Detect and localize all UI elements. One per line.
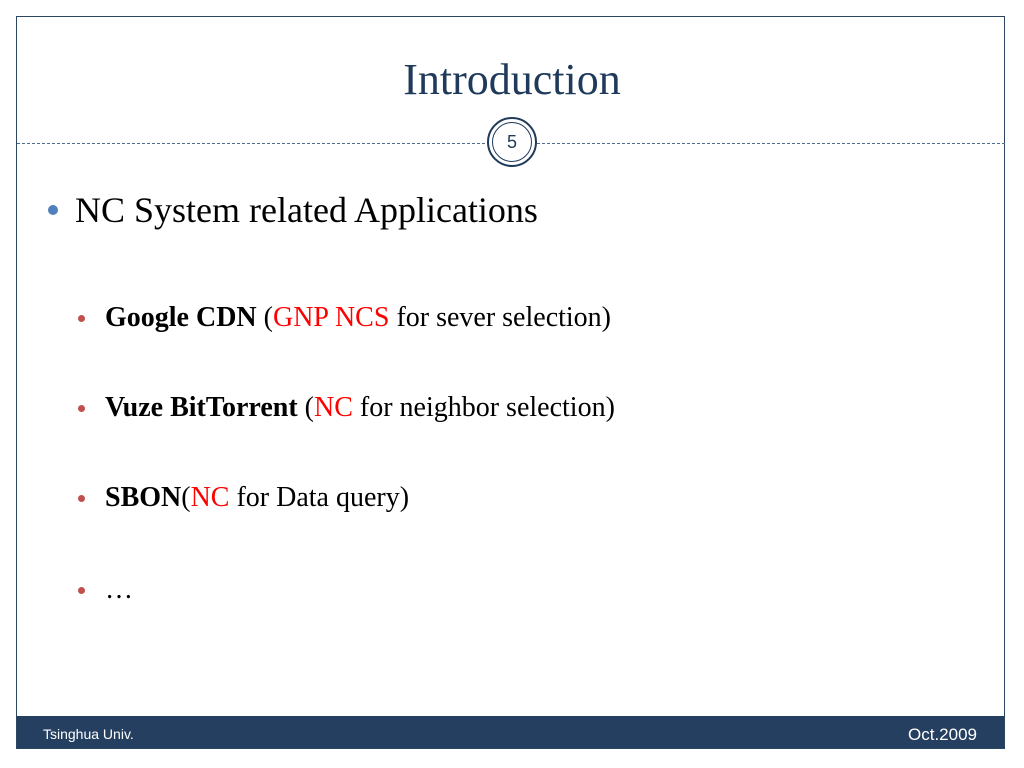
bullet-item-open-paren: ( xyxy=(297,392,314,423)
bullet-dot-icon xyxy=(78,494,85,502)
page-number-badge: 5 xyxy=(487,117,537,167)
bullet-item-rest: for sever selection) xyxy=(389,302,612,333)
bullet-item-open-paren: ( xyxy=(181,482,191,513)
bullet-item-name: Google CDN xyxy=(105,302,257,333)
bullet-dot-icon xyxy=(78,314,85,322)
bullet-item-sbon: SBON(NC for Data query) xyxy=(78,480,409,516)
page-number: 5 xyxy=(492,122,532,162)
bullet-item-vuze-bittorrent: Vuze BitTorrent (NC for neighbor selecti… xyxy=(78,390,615,426)
bullet-item-google-cdn: Google CDN (GNP NCS for sever selection) xyxy=(78,300,611,336)
bullet-main-text: NC System related Applications xyxy=(75,190,538,230)
bullet-item-rest: for neighbor selection) xyxy=(352,392,615,423)
bullet-dot-icon xyxy=(78,404,85,412)
bullet-main: NC System related Applications xyxy=(48,186,538,234)
footer-institution: Tsinghua Univ. xyxy=(43,726,134,742)
bullet-item-highlight: NC xyxy=(313,392,353,423)
bullet-item-name: SBON xyxy=(105,482,182,513)
bullet-item-text: … xyxy=(105,574,133,605)
bullet-item-highlight: GNP NCS xyxy=(272,302,390,333)
bullet-item-ellipsis: … xyxy=(78,572,133,608)
bullet-dot-icon xyxy=(78,586,85,594)
bullet-item-rest: for Data query) xyxy=(229,482,410,513)
bullet-item-name: Vuze BitTorrent xyxy=(105,392,298,423)
footer-bar: Tsinghua Univ. Oct.2009 xyxy=(17,716,1004,748)
footer-date: Oct.2009 xyxy=(908,725,977,744)
bullet-item-highlight: NC xyxy=(190,482,230,513)
bullet-item-open-paren: ( xyxy=(256,302,273,333)
slide-title: Introduction xyxy=(403,55,621,104)
bullet-dot-icon xyxy=(48,205,58,215)
